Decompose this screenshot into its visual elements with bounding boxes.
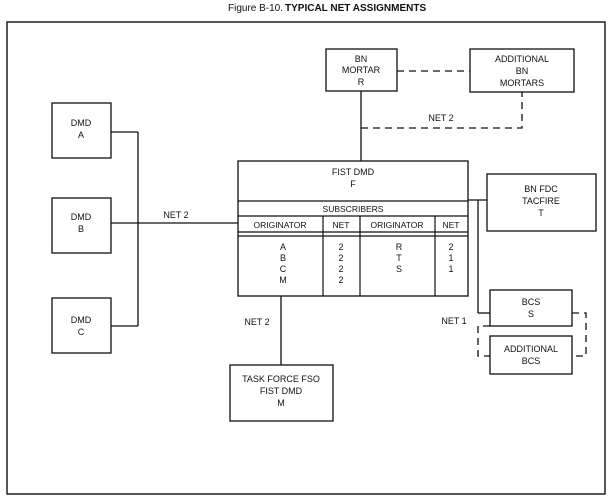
- svg-text:MORTAR: MORTAR: [342, 65, 381, 75]
- svg-text:S: S: [528, 309, 534, 319]
- svg-text:T: T: [538, 208, 544, 218]
- svg-text:BCS: BCS: [522, 297, 541, 307]
- dmd-a-box: DMD A: [51, 102, 112, 159]
- fist-dmd-box: FIST DMD F SUBSCRIBERS ORIGINATOR NET OR…: [237, 160, 469, 297]
- subscriber-cells: A B C M 2 2 2 2 R T S 2 1 1: [279, 242, 453, 285]
- svg-text:DMD: DMD: [71, 212, 92, 222]
- svg-text:BN: BN: [355, 54, 368, 64]
- svg-text:DMD: DMD: [71, 315, 92, 325]
- cell-net-2-3: 1: [448, 264, 453, 274]
- figure-number: Figure B-10.: [228, 3, 283, 14]
- cell-net-2-1: 2: [448, 242, 453, 252]
- bcs-right-link: [572, 312, 587, 357]
- bcs-box: BCS S: [489, 289, 573, 327]
- figure-title: TYPICAL NET ASSIGNMENTS: [285, 3, 426, 14]
- svg-text:ADDITIONAL: ADDITIONAL: [504, 344, 558, 354]
- connector-lines: [111, 91, 490, 365]
- svg-text:BN FDC: BN FDC: [524, 184, 558, 194]
- cell-net-2-2: 1: [448, 253, 453, 263]
- svg-text:BCS: BCS: [522, 356, 541, 366]
- cell-net-1-2: 2: [338, 253, 343, 263]
- bcs-left-link: [477, 325, 490, 357]
- svg-text:TASK FORCE FSO: TASK FORCE FSO: [242, 374, 320, 384]
- cell-originator-2-1: R: [396, 242, 403, 252]
- header-net-2: NET: [443, 220, 460, 230]
- cell-originator-1-4: M: [279, 275, 287, 285]
- header-net-1: NET: [333, 220, 350, 230]
- svg-text:A: A: [78, 130, 84, 140]
- dmd-c-box: DMD C: [51, 297, 112, 354]
- subscriber-table-lines: [238, 200, 468, 296]
- net2-return-path: [361, 92, 523, 129]
- cell-net-1-4: 2: [338, 275, 343, 285]
- header-originator-2: ORIGINATOR: [370, 220, 423, 230]
- additional-bn-mortars-box: ADDITIONAL BN MORTARS: [469, 48, 575, 93]
- cell-originator-1-2: B: [280, 253, 286, 263]
- svg-text:DMD: DMD: [71, 118, 92, 128]
- cell-net-1-1: 2: [338, 242, 343, 252]
- svg-text:MORTARS: MORTARS: [500, 78, 544, 88]
- cell-originator-2-2: T: [396, 253, 402, 263]
- net2-label-mortar: NET 2: [428, 113, 453, 123]
- svg-text:C: C: [78, 327, 85, 337]
- dmd-b-box: DMD B: [51, 197, 112, 254]
- net1-label-bcs: NET 1: [441, 316, 466, 326]
- net2-label-dmd: NET 2: [163, 210, 188, 220]
- cell-net-1-3: 2: [338, 264, 343, 274]
- additional-bcs-box: ADDITIONAL BCS: [489, 335, 573, 375]
- cell-originator-1-1: A: [280, 242, 286, 252]
- svg-text:BN: BN: [516, 66, 529, 76]
- outer-frame: [6, 21, 606, 495]
- header-originator-1: ORIGINATOR: [253, 220, 306, 230]
- task-force-fso-box: TASK FORCE FSO FIST DMD M: [229, 364, 334, 422]
- fist-dmd-title: FIST DMD: [332, 167, 375, 177]
- bn-mortar-box: BN MORTAR R: [325, 48, 398, 92]
- svg-text:FIST DMD: FIST DMD: [260, 386, 303, 396]
- svg-text:B: B: [78, 224, 84, 234]
- svg-text:TACFIRE: TACFIRE: [522, 196, 560, 206]
- svg-text:M: M: [277, 398, 285, 408]
- cell-originator-1-3: C: [280, 264, 287, 274]
- subscribers-title: SUBSCRIBERS: [323, 204, 384, 214]
- cell-originator-2-3: S: [396, 264, 402, 274]
- bn-fdc-tacfire-box: BN FDC TACFIRE T: [486, 173, 597, 232]
- dashed-connectors: [361, 70, 587, 357]
- fist-dmd-id: F: [350, 179, 356, 189]
- svg-text:R: R: [358, 77, 365, 87]
- svg-text:ADDITIONAL: ADDITIONAL: [495, 54, 549, 64]
- net2-label-fso: NET 2: [244, 317, 269, 327]
